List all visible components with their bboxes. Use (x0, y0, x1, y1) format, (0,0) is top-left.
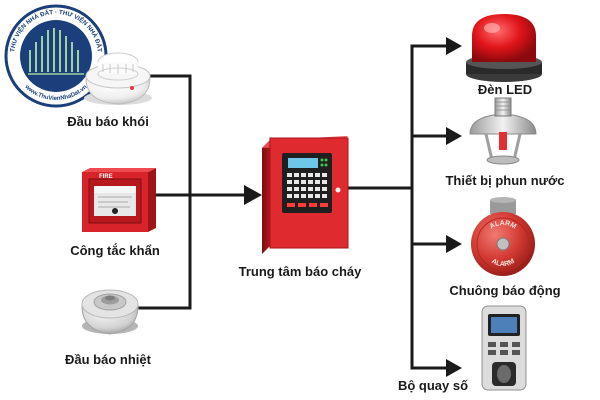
bell-text-bottom: ALARM (490, 258, 516, 268)
smoke-detector-icon (84, 52, 152, 105)
arrow-head-sprinkler (446, 127, 462, 145)
alarm-bell-icon: ALARM ALARM (471, 197, 535, 276)
manual-call-point-icon: FIRE (82, 168, 156, 232)
svg-text:ALARM: ALARM (490, 258, 516, 268)
arrow-head-led (446, 37, 462, 55)
arrow-head-bell (446, 235, 462, 253)
connector-lines (138, 44, 450, 370)
sprinkler-head-icon (469, 97, 537, 165)
heat-detector-icon (81, 289, 139, 335)
label-led: Đèn LED (477, 82, 533, 97)
auto-dialer-icon (481, 305, 527, 391)
label-smoke-detector: Đầu báo khói (67, 114, 149, 129)
bell-text-top: ALARM (489, 220, 518, 231)
label-sprinkler: Thiết bị phun nước (445, 173, 565, 188)
arrow-head-panel (244, 185, 262, 205)
label-auto-dialer: Bộ quay số (397, 378, 469, 393)
label-control-panel: Trung tâm báo cháy (238, 264, 362, 279)
watermark-logo: THƯ VIỆN NHÀ ĐẤT · THƯ VIỆN NHÀ ĐẤT www.… (4, 4, 108, 108)
label-heat-detector: Đầu báo nhiệt (65, 352, 151, 367)
label-manual-call-point: Công tắc khẩn (70, 243, 160, 258)
arrow-head-dialer (446, 359, 462, 377)
fire-alarm-control-panel-icon (262, 136, 349, 254)
arrow-heads (244, 37, 462, 377)
svg-text:ALARM: ALARM (489, 220, 518, 231)
fire-sign: FIRE (99, 174, 113, 180)
red-beacon-light-icon (466, 14, 542, 82)
building-icon (28, 28, 84, 75)
label-alarm-bell: Chuông báo động (449, 283, 561, 298)
